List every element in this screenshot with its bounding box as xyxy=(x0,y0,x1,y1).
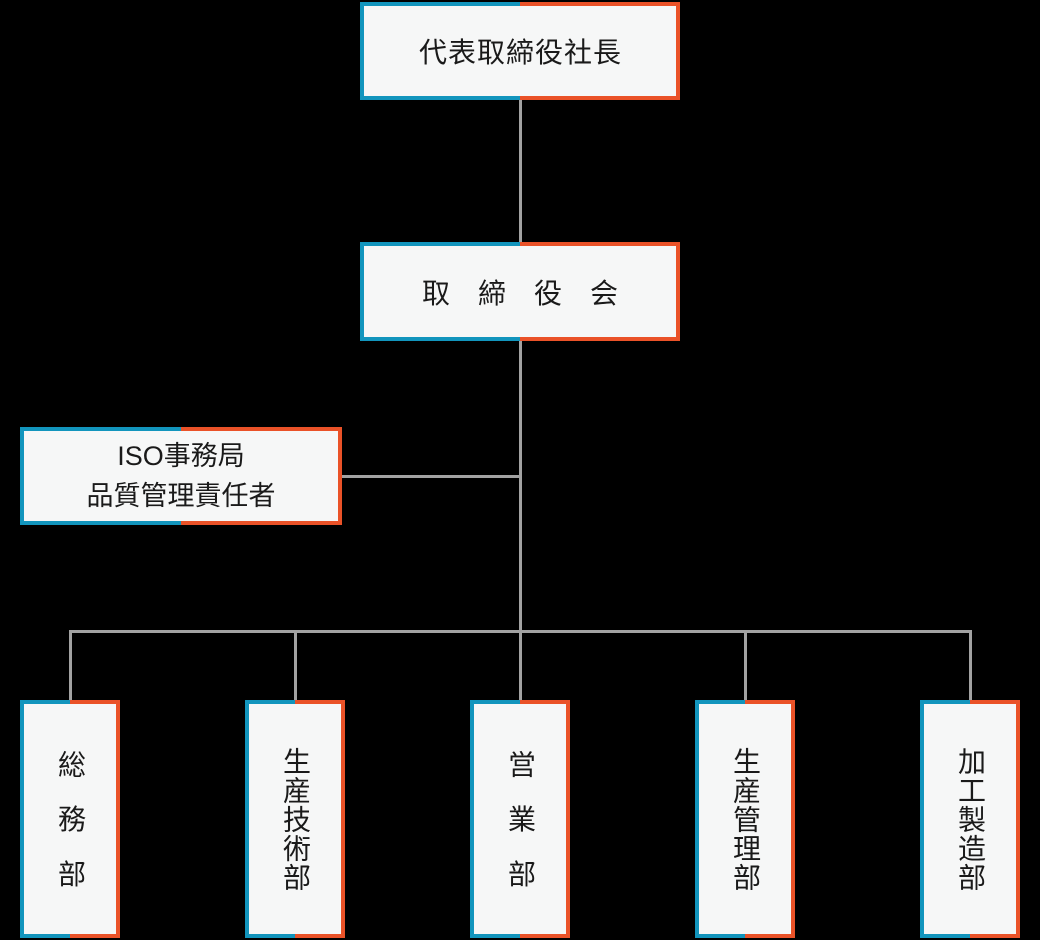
connector-drop-production-engineering xyxy=(293,630,297,700)
connector-drop-sales xyxy=(518,630,522,700)
node-board-label: 取締役会 xyxy=(421,277,646,309)
connector-board-trunk xyxy=(518,341,522,633)
connector-drop-production-control xyxy=(743,630,747,700)
node-iso-office: ISO事務局 品質管理責任者 xyxy=(20,427,342,525)
node-production-engineering-dept: 生産技術部 xyxy=(245,700,345,938)
node-iso-label-line1: ISO事務局 xyxy=(117,441,245,471)
node-sales-dept: 営業部 xyxy=(470,700,570,938)
node-iso-label: ISO事務局 品質管理責任者 xyxy=(87,436,276,516)
node-iso-label-line2: 品質管理責任者 xyxy=(86,481,276,511)
node-sales-label: 営業部 xyxy=(505,750,536,915)
node-processing-manufacturing-label: 加工製造部 xyxy=(955,747,986,892)
connector-iso-branch xyxy=(342,475,519,478)
connector-drop-general-affairs xyxy=(68,630,72,700)
node-production-control-label: 生産管理部 xyxy=(730,747,761,892)
node-president-label: 代表取締役社長 xyxy=(418,37,622,68)
connector-drop-processing-manufacturing xyxy=(968,630,972,700)
node-board-of-directors: 取締役会 xyxy=(360,242,680,341)
node-production-control-dept: 生産管理部 xyxy=(695,700,795,938)
node-processing-manufacturing-dept: 加工製造部 xyxy=(920,700,1020,938)
node-production-engineering-label: 生産技術部 xyxy=(280,747,311,892)
connector-president-board xyxy=(518,100,522,243)
node-president: 代表取締役社長 xyxy=(360,2,680,100)
node-general-affairs-dept: 総務部 xyxy=(20,700,120,938)
node-general-affairs-label: 総務部 xyxy=(55,750,86,915)
